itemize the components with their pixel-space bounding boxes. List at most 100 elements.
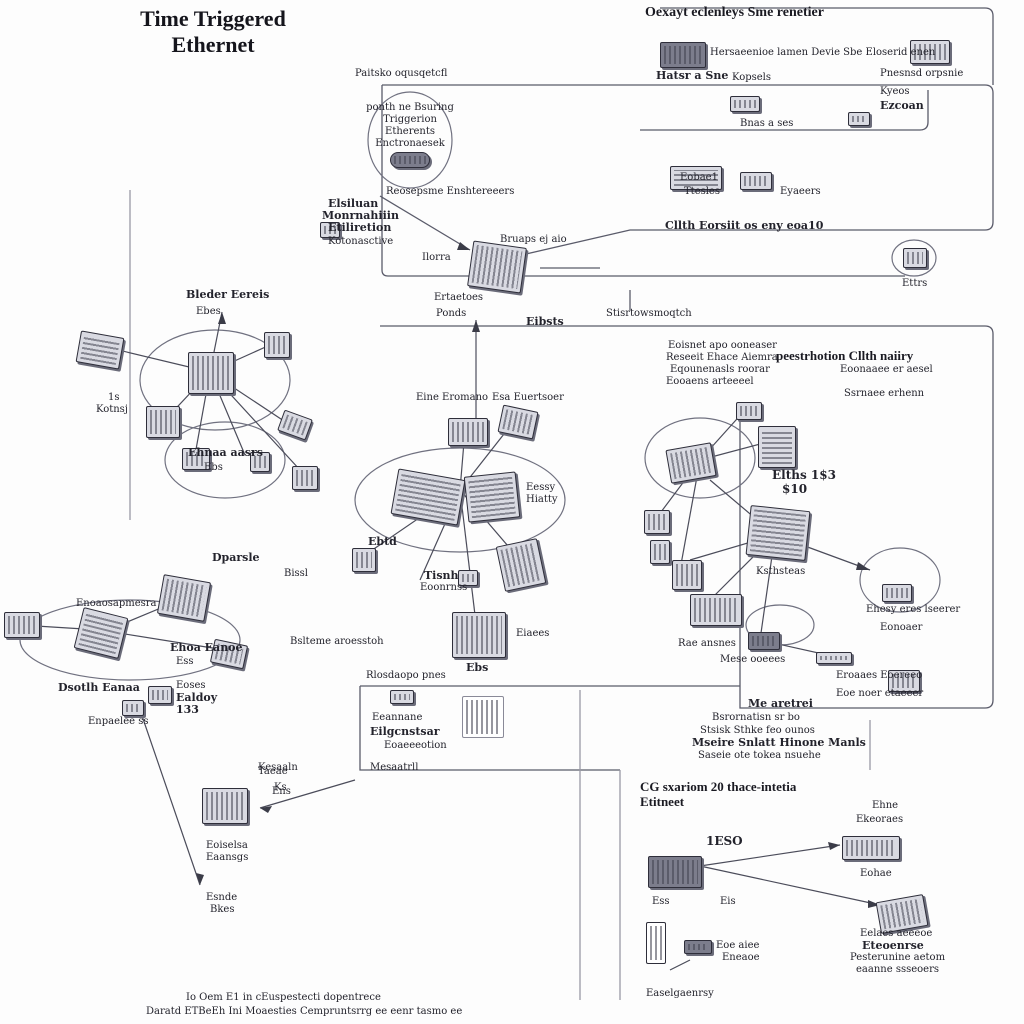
server-right-j bbox=[816, 652, 852, 664]
top-right-label-10: Eyaeers bbox=[780, 186, 821, 197]
link-right-label: Stisrtowsmoqtch bbox=[606, 308, 692, 319]
mid-bottom-label-2: Bsrornatisn sr bo bbox=[712, 712, 800, 723]
left-stack-label-4: Kotonasctive bbox=[328, 236, 394, 247]
footer-line-1: Io Oem E1 in cEuspestecti dopentrece bbox=[186, 992, 381, 1003]
server-center-e bbox=[452, 612, 506, 658]
below-switch-label-2: Ponds bbox=[436, 308, 467, 319]
bottom-right-label-c: Eohae bbox=[860, 868, 892, 879]
mid-bottom-label-4: Mseire Snlatt Hinone Manls bbox=[692, 736, 866, 749]
title-line-1: Time Triggered bbox=[140, 6, 286, 31]
right-cluster-label-h: Ssrnaee erhenn bbox=[844, 388, 925, 399]
mid-arrow-label: Bslteme aroesstoh bbox=[290, 636, 384, 647]
server-right-h bbox=[882, 584, 912, 602]
server-right-g bbox=[690, 594, 742, 626]
top-right-label-5: Kyeos bbox=[880, 86, 910, 97]
bottom-right-label-d: 1ESO bbox=[706, 834, 743, 848]
below-switch-label-1: Ertaetoes bbox=[434, 292, 484, 303]
server-center-main-b bbox=[463, 471, 521, 523]
right-cluster-label-e: Elths 1$3 bbox=[772, 468, 836, 482]
left-lower-label-e: Ealdoy bbox=[176, 691, 218, 704]
bottom-left-label-d: Eaansgs bbox=[206, 852, 249, 863]
right-cluster-label-b: Reseeit Ehace Aiemra bbox=[666, 352, 778, 363]
mid-bottom-label-1: Me aretrei bbox=[748, 697, 813, 710]
bottom-right-label-j: Eteoenrse bbox=[862, 939, 924, 952]
top-right-label-2: Hatsr a Sne bbox=[656, 69, 729, 82]
bottom-right-label-g: Eoe aiee bbox=[716, 940, 760, 951]
oval-label-1: ponth ne Bsuring bbox=[366, 102, 454, 113]
server-bottom-right-main bbox=[648, 856, 702, 888]
center-label-f: Eiaees bbox=[516, 628, 550, 639]
right-cluster-label-c: Eqounenasls roorar bbox=[670, 364, 770, 375]
left-stack-label-3: Etiliretion bbox=[328, 221, 392, 234]
server-center-f bbox=[458, 570, 478, 586]
bottom-left-label-e: Esnde bbox=[206, 892, 238, 903]
switch-left-hub bbox=[188, 352, 234, 394]
server-top-right-f bbox=[740, 172, 772, 190]
bottom-left-label-f: Bkes bbox=[210, 904, 235, 915]
server-top-right-e bbox=[670, 166, 722, 190]
center-label-e: Eoonrnss bbox=[420, 582, 468, 593]
left-stack-label-1: Elsiluan bbox=[328, 197, 379, 210]
center-label-a: Eessy bbox=[526, 482, 556, 493]
server-top-right-b bbox=[910, 40, 950, 64]
server-right-main bbox=[745, 505, 811, 561]
left-stack-label-2: Monrnahiiin bbox=[322, 209, 399, 222]
bottom-right-label-m: eaanne ssseoers bbox=[856, 964, 939, 975]
server-bottom-left bbox=[202, 788, 248, 824]
under-oval-label: Reosepsme Enshtereeers bbox=[386, 186, 515, 197]
server-left-lower-b bbox=[4, 612, 40, 638]
server-left-e bbox=[182, 448, 210, 470]
mid-bottom-label-3: Stsisk Sthke feo ounos bbox=[700, 725, 815, 736]
left-lower-label-g: Dsotlh Eanaa bbox=[58, 681, 140, 694]
left-lower-label-c: Ess bbox=[176, 656, 194, 667]
server-bottom-right-c bbox=[684, 940, 712, 954]
right-cluster-label-i: Ksthsteas bbox=[756, 566, 806, 577]
right-cluster-label-o: Eoe noer etaeeer bbox=[836, 688, 924, 699]
top-right-label-8: Eobae1 bbox=[680, 172, 718, 183]
server-right-e bbox=[650, 540, 670, 564]
bisst-label: Bissl bbox=[284, 568, 309, 579]
lower-center-label-f: Ks bbox=[274, 782, 287, 793]
switch-top-left-label: Ilorra bbox=[422, 252, 451, 263]
center-label-b: Hiatty bbox=[526, 494, 558, 505]
lower-center-label-e: Mesaatrll bbox=[370, 762, 419, 773]
oval-label-3: Etherents bbox=[385, 126, 435, 137]
bottom-right-label-b: Ekeoraes bbox=[856, 814, 904, 825]
top-right-label-1: Hersaeenioe lamen Devie Sbe Eloserid ene… bbox=[710, 47, 936, 58]
server-right-i bbox=[748, 632, 780, 650]
left-cluster-sub: Ebes bbox=[196, 306, 221, 317]
center-label-g: Ebs bbox=[466, 661, 489, 674]
switch-left-lower bbox=[156, 574, 212, 622]
server-center-c bbox=[352, 548, 376, 572]
left-lower-label-b: Ehoa Eanoe bbox=[170, 641, 243, 654]
left-lower-label-f: 133 bbox=[176, 703, 199, 716]
server-top-right-d bbox=[848, 112, 870, 126]
left-lower-label-a: Enoaosapmesra bbox=[76, 598, 157, 609]
below-switch-label-3: Eibsts bbox=[526, 315, 564, 328]
bottom-right-header-1: CG sxariom 20 thace-intetia bbox=[640, 779, 797, 794]
diagram-title: Time Triggered Ethernet bbox=[118, 6, 308, 58]
center-header-left: Eine Eromano bbox=[416, 392, 489, 403]
right-cluster-label-k: Eonoaer bbox=[880, 622, 923, 633]
left-cluster-label-c: 1s bbox=[108, 392, 120, 403]
server-top-right-a bbox=[660, 42, 706, 68]
server-right-b bbox=[736, 402, 762, 420]
bottom-right-label-a: Ehne bbox=[872, 800, 899, 811]
top-center-note: Paitsko oqusqetcfl bbox=[355, 68, 448, 79]
dparsle-label: Dparsle bbox=[212, 551, 260, 564]
server-right-c bbox=[758, 426, 796, 468]
device-lower-center-b bbox=[462, 696, 504, 738]
left-lower-label-h: Enpaelee ss bbox=[88, 716, 149, 727]
left-cluster-label-a: Ehnaa aasrs bbox=[188, 446, 263, 459]
lower-center-label-c: Eilgcnstsar bbox=[370, 725, 440, 738]
right-cluster-label-l: Rae ansnes bbox=[678, 638, 736, 649]
switch-center-a bbox=[448, 418, 488, 446]
left-cluster-label-b: Ebs bbox=[204, 462, 223, 473]
right-cluster-label-g: Eoonaaee er aesel bbox=[840, 364, 933, 375]
top-right-label-9: Ttesles bbox=[684, 186, 720, 197]
left-lower-label-d: Eoses bbox=[176, 680, 206, 691]
oval-label-4: Enctronaesek bbox=[375, 138, 445, 149]
switch-central-top bbox=[467, 240, 527, 294]
right-cluster-header: peestrhotion Cllth naiiry bbox=[776, 348, 914, 363]
lower-center-label-d: Eoaeeeotion bbox=[384, 740, 447, 751]
